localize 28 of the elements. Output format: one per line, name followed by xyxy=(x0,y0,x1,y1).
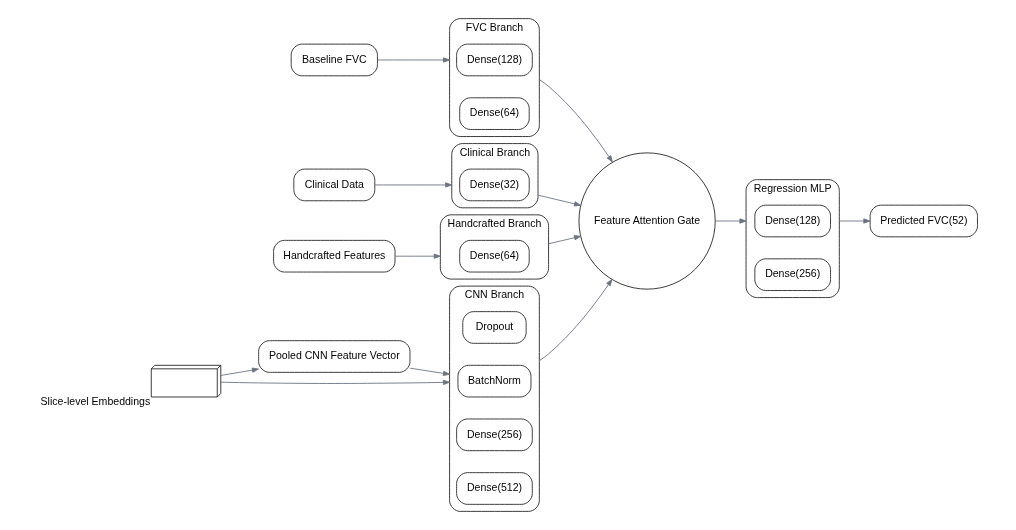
node-box: Dropout xyxy=(461,311,527,344)
arrow xyxy=(409,367,450,376)
arrow xyxy=(838,218,870,224)
node-box: Dense(256) xyxy=(753,258,831,291)
node-box: BatchNorm xyxy=(457,364,531,398)
arrow xyxy=(547,235,581,245)
node-box: Handcrafted Features xyxy=(272,239,395,273)
node-box: Baseline FVC xyxy=(290,43,378,77)
node-box: Dense(64) xyxy=(458,239,530,273)
node-box: Pooled CNN Feature Vector xyxy=(257,340,410,373)
arrow xyxy=(537,194,581,207)
arrow xyxy=(714,218,746,224)
arrow xyxy=(394,253,441,259)
node-box: Dense(256) xyxy=(455,418,533,452)
node-box: Predicted FVC(52) xyxy=(869,204,978,238)
arrow xyxy=(538,279,612,362)
node-box: Dense(512) xyxy=(455,472,533,505)
node-box: Dense(128) xyxy=(753,204,831,238)
node-label: Slice-level Embeddings xyxy=(40,395,150,408)
arrow xyxy=(538,79,613,163)
arrow xyxy=(219,379,450,385)
node-box: Dense(32) xyxy=(458,168,530,202)
node-box: Clinical Data xyxy=(292,168,375,202)
node-box: Dense(64) xyxy=(458,97,530,130)
node-box: Dense(128) xyxy=(455,43,533,77)
arrow xyxy=(219,367,259,376)
arrow xyxy=(376,57,450,63)
arrow xyxy=(374,182,452,188)
